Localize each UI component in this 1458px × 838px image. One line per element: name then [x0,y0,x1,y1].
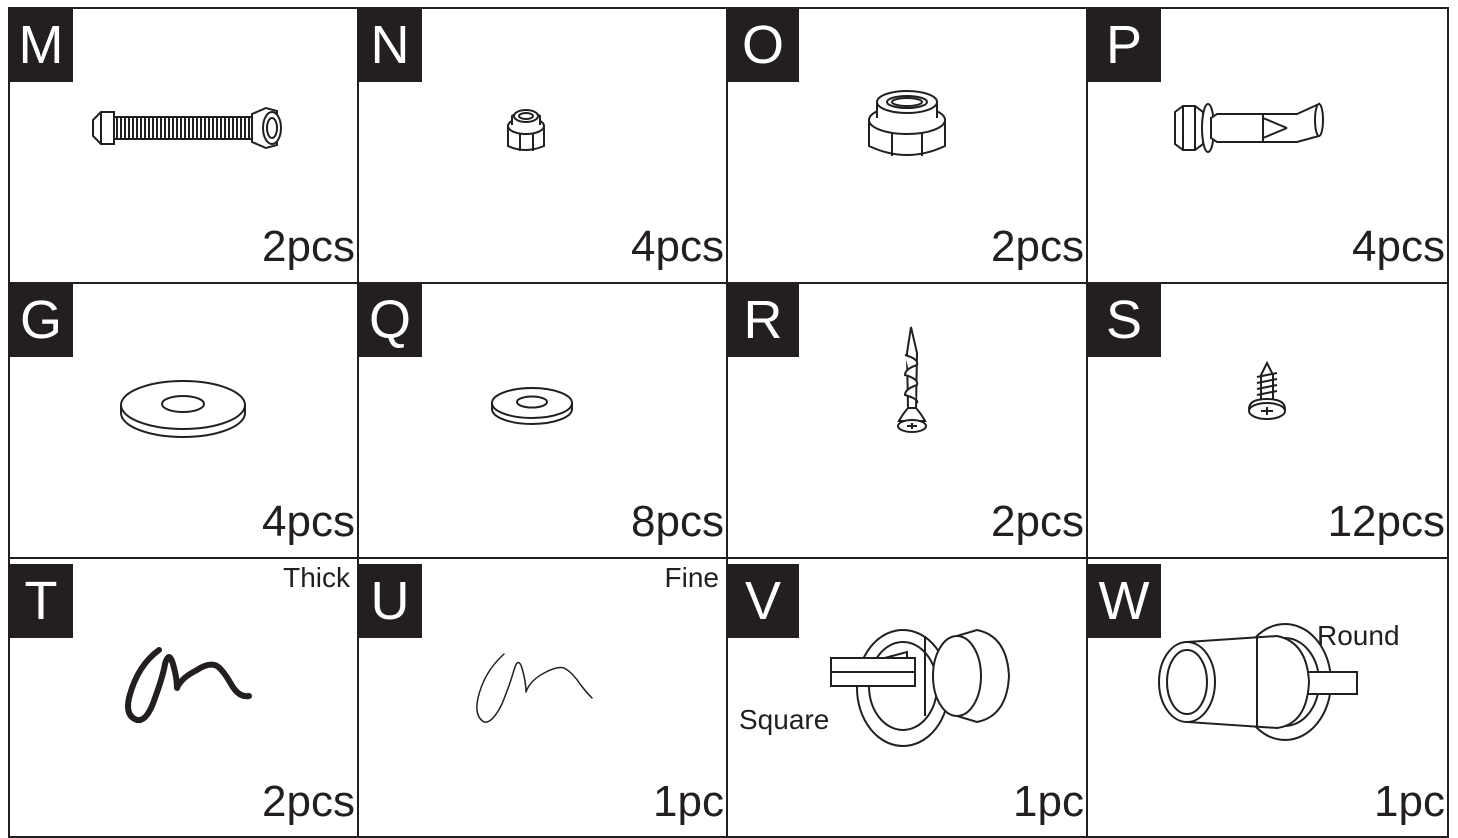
part-cell-m: M 2pcs [9,8,358,283]
part-cell-w: W Round 1pc [1087,558,1448,838]
part-cell-v: V Square 1pc [727,558,1087,838]
part-note: Square [739,704,830,735]
part-cell-p: P 4pcs [1087,8,1448,283]
part-cell-t: T Thick 2pcs [9,558,358,838]
part-quantity: 2pcs [262,222,355,271]
part-quantity: 2pcs [991,222,1084,271]
part-quantity: 8pcs [631,497,724,546]
part-cell-o: O 2pcs [727,8,1087,283]
part-quantity: 4pcs [1352,222,1445,271]
part-note: Round [1317,620,1400,651]
part-cell-r: R 2pcs [727,283,1087,558]
part-quantity: 1pc [1374,777,1445,826]
part-cell-g: G 4pcs [9,283,358,558]
part-quantity: 4pcs [631,222,724,271]
part-cell-s: S 12pcs [1087,283,1448,558]
part-cell-q: Q 8pcs [358,283,727,558]
part-quantity: 12pcs [1327,497,1445,546]
part-cell-u: U Fine 1pc [358,558,727,838]
part-quantity: 4pcs [262,497,355,546]
part-cell-n: N 4pcs [358,8,727,283]
part-quantity: 1pc [653,777,724,826]
part-quantity: 1pc [1013,777,1084,826]
part-quantity: 2pcs [262,777,355,826]
part-quantity: 2pcs [991,497,1084,546]
